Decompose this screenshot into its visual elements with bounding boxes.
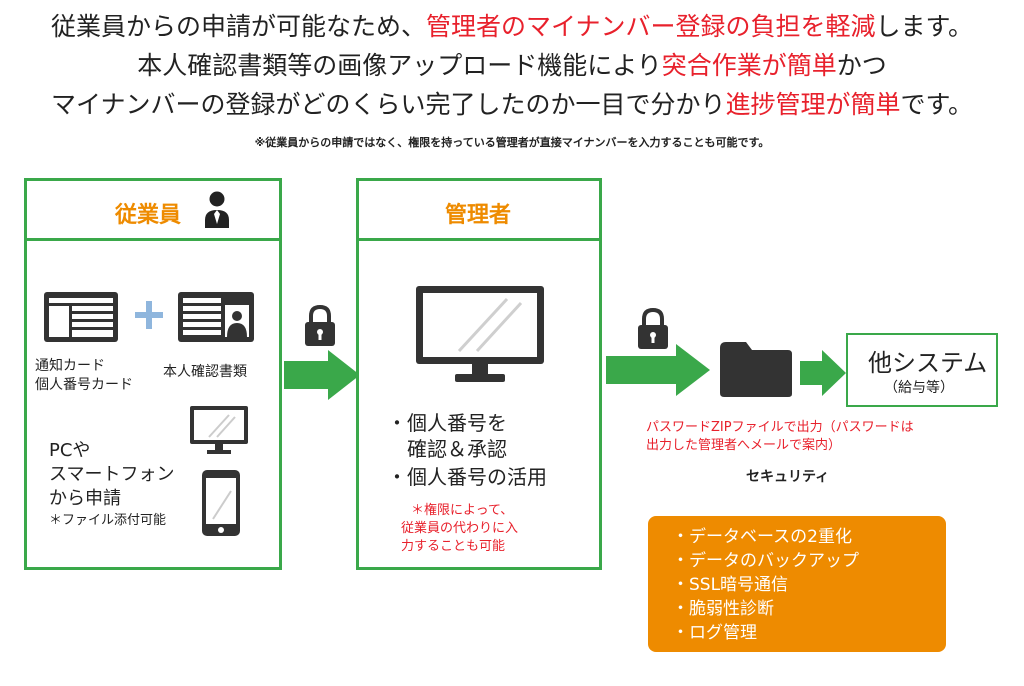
security-item: ・データベースの2重化 <box>672 527 852 547</box>
card-label-2: 個人番号カード <box>35 377 133 393</box>
admin-title: 管理者 <box>445 203 512 228</box>
padlock-icon <box>305 305 335 346</box>
admin-panel-header: 管理者 <box>359 181 599 241</box>
device-line-1: PCや <box>49 440 91 461</box>
security-label: セキュリティ <box>746 469 830 485</box>
folder-icon <box>720 342 792 397</box>
other-system-box: 他システム （給与等） <box>846 333 998 407</box>
heading-line-1: 従業員からの申請が可能なため、管理者のマイナンバー登録の負担を軽減します。 <box>0 12 1024 42</box>
heading-text: 本人確認書類等の画像アップロード機能により <box>137 51 662 80</box>
smartphone-icon <box>202 470 240 536</box>
admin-item-1-line-2: 確認＆承認 <box>407 437 507 461</box>
heading-line-2: 本人確認書類等の画像アップロード機能により突合作業が簡単かつ <box>0 51 1024 81</box>
heading-line-3: マイナンバーの登録がどのくらい完了したのか一目で分かり進捗管理が簡単です。 <box>0 90 1024 120</box>
heading-text: マイナンバーの登録がどのくらい完了したのか一目で分かり <box>50 90 726 119</box>
admin-note-line-2: 従業員の代わりに入 <box>401 521 519 536</box>
admin-item-1-line-1: ・個人番号を <box>387 411 507 435</box>
id-card-icon <box>178 292 254 342</box>
heading-text: します。 <box>875 12 974 41</box>
arrow-right-icon <box>606 344 710 396</box>
heading-emphasis: 突合作業が簡単 <box>661 51 837 80</box>
admin-panel: 管理者 ・個人番号を 確認＆承認 ・個人番号の活用 ＊権限によって、 従業員の代… <box>356 178 602 570</box>
plus-icon <box>135 301 163 329</box>
device-line-2: スマートフォン <box>49 464 175 485</box>
heading-text: です。 <box>900 90 974 119</box>
other-system-title: 他システム <box>868 349 988 377</box>
employee-panel-header: 従業員 <box>27 181 279 241</box>
security-item: ・ログ管理 <box>672 623 757 643</box>
heading-emphasis: 管理者のマイナンバー登録の負担を軽減 <box>425 12 876 41</box>
zip-note-line-1: パスワードZIPファイルで出力（パスワードは <box>646 420 914 435</box>
notification-card-icon <box>44 292 118 342</box>
other-system-subtitle: （給与等） <box>884 380 954 396</box>
monitor-icon <box>190 406 248 454</box>
device-line-3: から申請 <box>49 488 121 509</box>
heading-emphasis: 進捗管理が簡単 <box>725 90 901 119</box>
monitor-icon <box>416 286 544 382</box>
admin-note-line-3: 力することも可能 <box>401 539 506 554</box>
employee-title: 従業員 <box>115 203 182 228</box>
security-item: ・脆弱性診断 <box>672 599 774 619</box>
person-icon <box>205 191 229 228</box>
admin-note-line-1: ＊権限によって、 <box>411 503 514 518</box>
id-docs-label: 本人確認書類 <box>163 364 247 380</box>
security-item: ・データのバックアップ <box>672 551 859 571</box>
card-label-1: 通知カード <box>35 358 105 374</box>
attach-note: ＊ファイル添付可能 <box>49 513 167 528</box>
admin-item-2: ・個人番号の活用 <box>387 465 547 489</box>
security-box: ・データベースの2重化 ・データのバックアップ ・SSL暗号通信 ・脆弱性診断 … <box>648 516 946 652</box>
arrow-right-icon <box>284 350 360 400</box>
zip-note-line-2: 出力した管理者へメールで案内） <box>646 438 842 453</box>
heading-text: かつ <box>836 51 887 80</box>
heading-text: 従業員からの申請が可能なため、 <box>50 12 426 41</box>
employee-panel: 従業員 通知カード 個人番号カード 本人確認書類 <box>24 178 282 570</box>
arrow-right-icon <box>800 350 846 396</box>
heading-note: ※従業員からの申請ではなく、権限を持っている管理者が直接マイナンバーを入力するこ… <box>254 136 770 149</box>
padlock-icon <box>638 308 668 349</box>
security-item: ・SSL暗号通信 <box>672 575 789 595</box>
